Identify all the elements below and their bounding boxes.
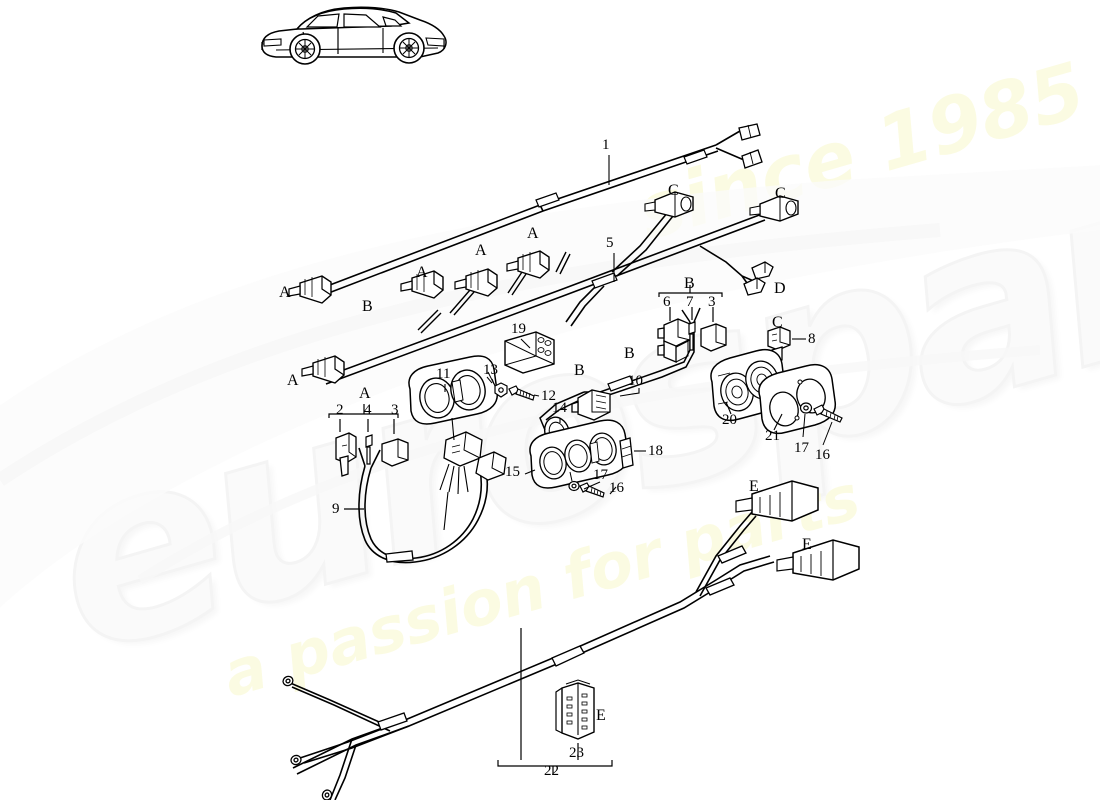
bracket-B-group xyxy=(658,285,723,322)
callout-1: 1 xyxy=(602,137,610,153)
connector-label-c-1: C xyxy=(668,182,679,199)
part-19-relay xyxy=(504,331,555,374)
harness-5-splice xyxy=(591,272,618,289)
connector-label-a-5: A xyxy=(287,372,299,389)
callout-8: 8 xyxy=(808,331,816,347)
part-17-washer-lower xyxy=(568,471,580,492)
callout-11: 11 xyxy=(436,366,451,382)
part-16-screw-upper xyxy=(813,404,843,446)
callout-4: 4 xyxy=(364,402,372,418)
part-11-plug xyxy=(443,417,483,467)
part-9-cable xyxy=(358,447,489,564)
part-3-cap-2 xyxy=(700,323,727,352)
part-18-strip xyxy=(619,437,634,469)
part-10-connector xyxy=(571,389,611,421)
callout-2: 2 xyxy=(336,402,344,418)
callout-3a: 3 xyxy=(391,402,399,418)
callout-17-upper: 17 xyxy=(794,440,809,456)
part-7-pin xyxy=(688,321,696,351)
callout-leader-lines xyxy=(444,155,806,495)
connector-a-4 xyxy=(301,355,345,384)
harness-1-splices xyxy=(535,149,708,208)
connector-label-e-2: E xyxy=(802,536,812,553)
callout-6: 6 xyxy=(663,294,671,310)
callout-9: 9 xyxy=(332,501,340,517)
callout-18: 18 xyxy=(648,443,663,459)
callout-14: 14 xyxy=(552,400,567,416)
connector-a-2 xyxy=(454,268,498,297)
callout-10: 10 xyxy=(628,373,643,389)
connector-label-d-1: D xyxy=(774,280,786,297)
part-11-pigtails xyxy=(439,463,469,531)
bracket-A-group xyxy=(328,404,399,434)
vehicle-illustration xyxy=(261,6,447,65)
part-22-harness xyxy=(287,511,775,800)
bracket-label-a: A xyxy=(359,385,371,402)
connector-c-2 xyxy=(749,195,799,222)
part-9-end-plug xyxy=(475,451,507,481)
part-17-washer-upper xyxy=(799,402,813,438)
part-3-cap xyxy=(381,438,409,467)
part-13-nut xyxy=(486,376,508,398)
connector-label-b-3: B xyxy=(624,345,635,362)
callout-16-upper: 16 xyxy=(815,447,830,463)
connector-label-c-2: C xyxy=(775,185,786,202)
connector-label-e-3: E xyxy=(596,707,606,724)
harness-a-branches xyxy=(417,251,571,334)
callout-12: 12 xyxy=(541,388,556,404)
callout-22: 22 xyxy=(544,763,559,779)
callout-21: 21 xyxy=(765,428,780,444)
part-21-bezel xyxy=(758,363,837,435)
connector-label-a-2: A xyxy=(416,264,428,281)
connector-label-b-2: B xyxy=(574,362,585,379)
part-10-splice xyxy=(607,375,634,392)
callout-20: 20 xyxy=(722,412,737,428)
connector-label-a-4: A xyxy=(527,225,539,242)
harness-5 xyxy=(321,211,766,385)
part-12-screw xyxy=(508,385,535,401)
connector-e-2 xyxy=(776,539,860,581)
bracket-label-b: B xyxy=(684,275,695,292)
callout-15: 15 xyxy=(505,464,520,480)
connector-label-e-1: E xyxy=(749,478,759,495)
part-11-instrument-housing xyxy=(408,355,499,425)
part-4-pin xyxy=(365,434,373,465)
callout-7: 7 xyxy=(686,294,694,310)
part-2-clip xyxy=(335,432,357,477)
part-23-relay xyxy=(555,679,595,740)
callout-17-lower: 17 xyxy=(593,467,608,483)
callout-13: 13 xyxy=(483,362,498,378)
callout-19: 19 xyxy=(511,321,526,337)
harness-1-end-connectors xyxy=(738,123,763,169)
part-22-ring-terminals xyxy=(282,675,333,800)
connector-label-a-3: A xyxy=(475,242,487,259)
connector-label-a-1: A xyxy=(279,284,291,301)
connector-a-1 xyxy=(288,275,332,304)
callout-16-lower: 16 xyxy=(609,480,624,496)
part-15-housing xyxy=(529,419,630,489)
part-22-splices xyxy=(377,545,747,731)
part-6-connector xyxy=(657,318,691,363)
connector-label-b-1: B xyxy=(362,298,373,315)
callout-3b: 3 xyxy=(708,294,716,310)
callout-23: 23 xyxy=(569,745,584,761)
connector-label-c-3: C xyxy=(772,314,783,331)
connector-a-3 xyxy=(506,250,550,279)
bracket-22-group xyxy=(497,628,613,775)
part-9-splice xyxy=(385,550,414,563)
part-16-screw-lower xyxy=(579,482,605,498)
callout-5: 5 xyxy=(606,235,614,251)
